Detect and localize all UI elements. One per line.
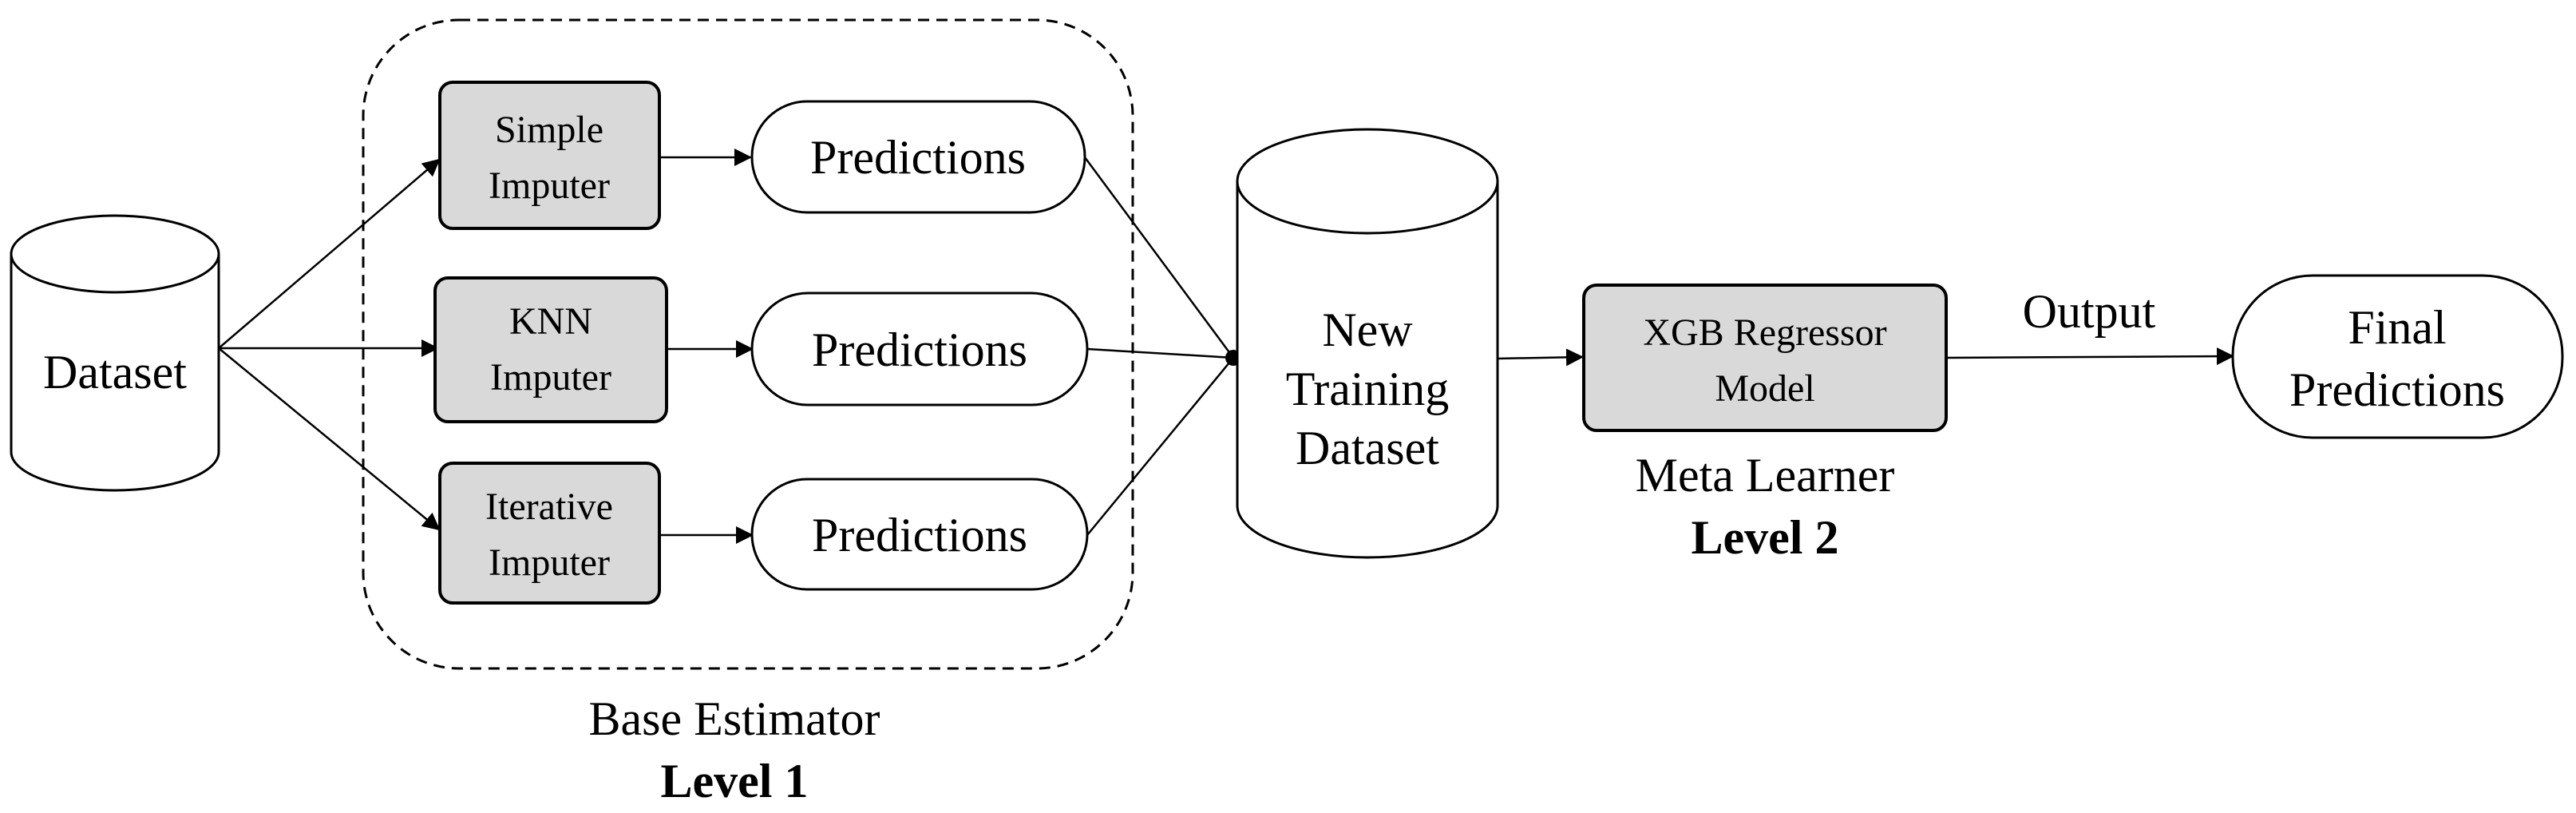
arrow-xgb-model-to-final-predictions: [1945, 347, 2234, 366]
knn-imputer-label-line2: Imputer: [490, 356, 611, 399]
arrow-dataset-to-simple-imputer: [218, 158, 441, 349]
base-estimator-level: Level 1: [661, 755, 809, 807]
predictions-pill-3: Predictions: [750, 478, 1089, 591]
simple-imputer-box: Simple Imputer: [438, 81, 661, 230]
line-predictions1-to-new-training-dataset: [1083, 157, 1235, 359]
dataset-label: Dataset: [43, 346, 187, 399]
new-training-dataset-label-line1: New: [1322, 303, 1413, 356]
predictions-label-1: Predictions: [810, 131, 1026, 184]
iterative-imputer-box: Iterative Imputer: [438, 462, 661, 605]
iterative-imputer-label-line1: Iterative: [485, 486, 613, 528]
predictions-label-2: Predictions: [812, 323, 1027, 376]
simple-imputer-label-line1: Simple: [495, 109, 603, 151]
new-training-dataset-label-line3: Dataset: [1296, 422, 1439, 474]
knn-imputer-label-line1: KNN: [509, 300, 592, 343]
knn-imputer-box: KNN Imputer: [433, 276, 668, 423]
dataset-cylinder: Dataset: [10, 214, 220, 492]
new-training-dataset-label-line2: Training: [1286, 363, 1450, 415]
xgb-regressor-model-box: XGB Regressor Model: [1582, 284, 1948, 432]
meta-learner-level: Level 2: [1692, 511, 1839, 564]
xgb-model-label-line2: Model: [1715, 367, 1814, 410]
base-estimator-caption: Base Estimator: [589, 692, 880, 745]
new-training-dataset-cylinder: New Training Dataset: [1236, 128, 1499, 559]
final-predictions-label-line2: Predictions: [2289, 363, 2505, 416]
line-predictions2-to-new-training-dataset: [1086, 347, 1234, 359]
xgb-model-label-line1: XGB Regressor: [1643, 311, 1886, 354]
base-estimator-group-border: [362, 18, 1134, 670]
output-edge-label: Output: [2023, 285, 2156, 338]
predictions-label-3: Predictions: [812, 509, 1027, 561]
line-predictions3-to-new-training-dataset: [1086, 357, 1234, 536]
arrow-new-training-dataset-to-xgb-model: [1497, 348, 1584, 367]
iterative-imputer-label-line2: Imputer: [489, 541, 610, 584]
predictions-pill-2: Predictions: [750, 291, 1089, 406]
meta-learner-caption: Meta Learner: [1636, 449, 1895, 502]
final-predictions-pill: Final Predictions: [2231, 274, 2564, 439]
final-predictions-label-line1: Final: [2348, 301, 2446, 354]
simple-imputer-label-line2: Imputer: [489, 165, 610, 207]
predictions-pill-1: Predictions: [750, 100, 1086, 214]
arrow-dataset-to-iterative-imputer: [218, 347, 441, 531]
